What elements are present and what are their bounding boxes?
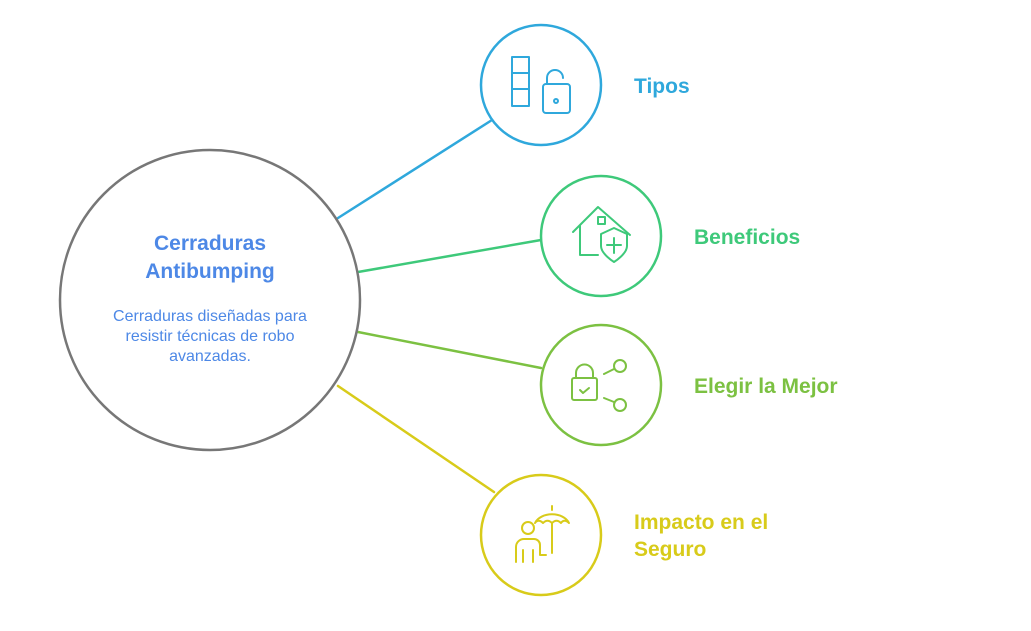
label-beneficios: Beneficios xyxy=(694,226,801,249)
connector-tipos xyxy=(336,118,494,220)
columns-unlocked-padlock-icon xyxy=(511,56,571,114)
center-title-line2: Antibumping xyxy=(145,260,275,283)
label-impacto-line1: Impacto en el xyxy=(634,511,769,534)
node-elegir xyxy=(539,323,663,447)
node-impacto xyxy=(479,473,603,597)
label-impacto-en-el-seguro: Impacto en el Seguro xyxy=(634,509,768,563)
person-umbrella-icon xyxy=(515,505,570,563)
label-tipos: Tipos xyxy=(634,75,690,98)
center-title: Cerraduras Antibumping xyxy=(90,230,330,286)
connector-beneficios xyxy=(356,238,543,274)
padlock-check-share-icon xyxy=(571,359,627,412)
label-impacto-line2: Seguro xyxy=(634,538,707,561)
center-description: Cerraduras diseñadas para resistir técni… xyxy=(113,308,307,365)
label-elegir-la-mejor: Elegir la Mejor xyxy=(694,375,838,398)
center-node xyxy=(58,148,362,452)
connector-impacto xyxy=(336,384,496,494)
house-shield-icon xyxy=(572,206,631,263)
node-tipos xyxy=(479,23,603,147)
connector-elegir xyxy=(356,330,543,370)
center-title-line1: Cerraduras xyxy=(153,232,267,255)
